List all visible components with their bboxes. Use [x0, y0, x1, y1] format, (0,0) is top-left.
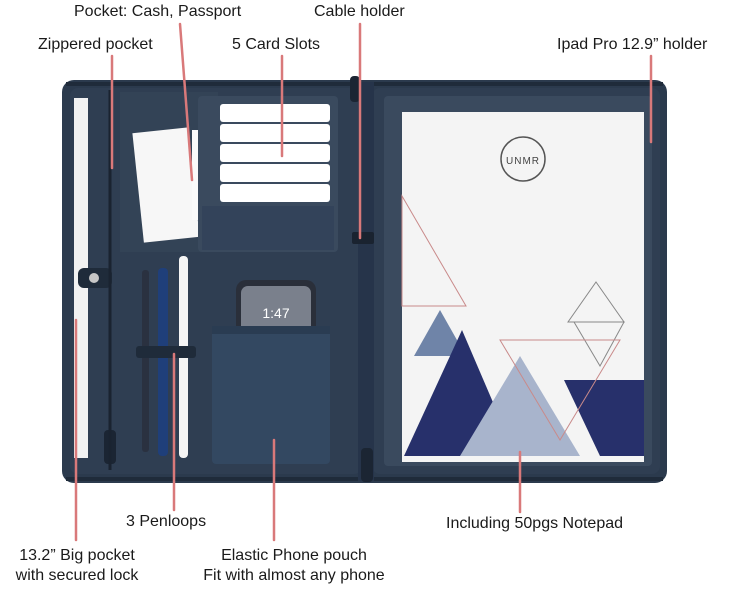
tri-outline-3 [573, 321, 625, 368]
callout-lines [74, 22, 653, 542]
tri-outline-1 [401, 194, 467, 307]
tri-slate-1 [414, 310, 466, 356]
card-slot-2 [220, 124, 330, 142]
label-ipad-holder: Ipad Pro 12.9” holder [557, 36, 708, 53]
label-zippered-pocket: Zippered pocket [38, 36, 153, 53]
cable-holder-strap [352, 232, 374, 244]
label-notepad: Including 50pgs Notepad [446, 515, 624, 532]
card-slot-3 [220, 144, 330, 162]
zipper-pull-top [350, 76, 360, 102]
paper-note [132, 127, 200, 243]
card-slot-5 [220, 184, 330, 202]
label-big-pocket-line1: 13.2” Big pocket [19, 547, 135, 564]
pen-2 [158, 268, 168, 456]
label-penloops: 3 Penloops [126, 513, 207, 530]
card-slot-4 [220, 164, 330, 182]
phone-time: 1:47 [262, 305, 289, 321]
tri-outline-4 [499, 339, 621, 441]
label-cable-holder: Cable holder [314, 3, 405, 20]
penloop-band [136, 346, 196, 358]
label-card-slots: 5 Card Slots [232, 36, 321, 53]
tri-pale [460, 356, 580, 456]
tri-navy-right [564, 380, 644, 456]
phone-pouch [212, 326, 330, 464]
label-phone-pouch: Elastic Phone pouch Fit with almost any … [176, 546, 412, 586]
pen-1 [142, 270, 149, 452]
logo-text: UNMR [506, 156, 540, 167]
spine [358, 82, 374, 481]
label-pocket-cash-passport: Pocket: Cash, Passport [74, 3, 242, 20]
label-phone-pouch-line2: Fit with almost any phone [203, 567, 385, 584]
card-slot-band [202, 206, 334, 250]
label-phone-pouch-line1: Elastic Phone pouch [221, 547, 367, 564]
phone-pouch-elastic [212, 326, 330, 334]
zipper-pull-bottom [361, 448, 373, 482]
callout-line-cash [178, 22, 194, 182]
snap-button [89, 273, 99, 283]
label-big-pocket: 13.2” Big pocket with secured lock [4, 546, 150, 586]
logo-circle [500, 136, 546, 182]
card-slot-1 [220, 104, 330, 122]
label-big-pocket-line2: with secured lock [15, 567, 139, 584]
